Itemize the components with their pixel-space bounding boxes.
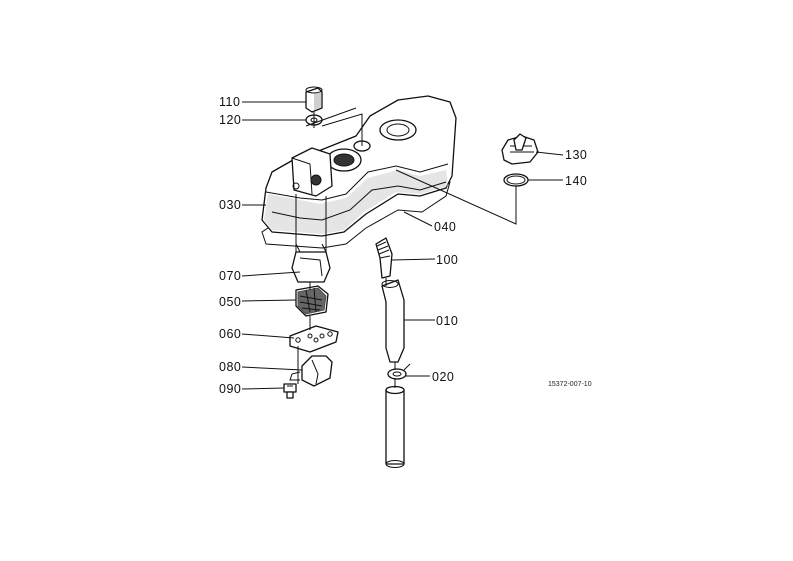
label-140: 140 xyxy=(565,174,587,188)
label-080: 080 xyxy=(219,360,241,374)
label-060: 060 xyxy=(219,327,241,341)
label-040: 040 xyxy=(434,220,456,234)
hose-100 xyxy=(375,237,393,279)
label-030: 030 xyxy=(219,198,241,212)
cap-110 xyxy=(305,86,323,113)
leader-lines xyxy=(241,101,564,390)
label-050: 050 xyxy=(219,295,241,309)
clamp-020 xyxy=(387,363,411,380)
label-090: 090 xyxy=(219,382,241,396)
label-110: 110 xyxy=(219,95,240,109)
drawing-code: 15372-007-10 xyxy=(548,381,592,388)
part-labels: 110 120 030 070 050 060 080 090 040 100 … xyxy=(219,95,587,396)
label-130: 130 xyxy=(565,148,587,162)
filler-cap-130 xyxy=(501,133,539,165)
label-020: 020 xyxy=(432,370,454,384)
label-100: 100 xyxy=(436,253,458,267)
label-120: 120 xyxy=(219,113,241,127)
label-010: 010 xyxy=(436,314,458,328)
assembly-lines xyxy=(295,107,517,388)
bolt-090 xyxy=(283,383,297,399)
bracket-080 xyxy=(289,355,333,387)
hose-010 xyxy=(381,279,405,363)
o-ring-140 xyxy=(503,173,529,187)
valve-cover xyxy=(261,95,457,283)
pipe xyxy=(385,385,405,468)
label-070: 070 xyxy=(219,269,241,283)
filter-050 xyxy=(295,285,329,317)
plate-060 xyxy=(289,325,339,353)
